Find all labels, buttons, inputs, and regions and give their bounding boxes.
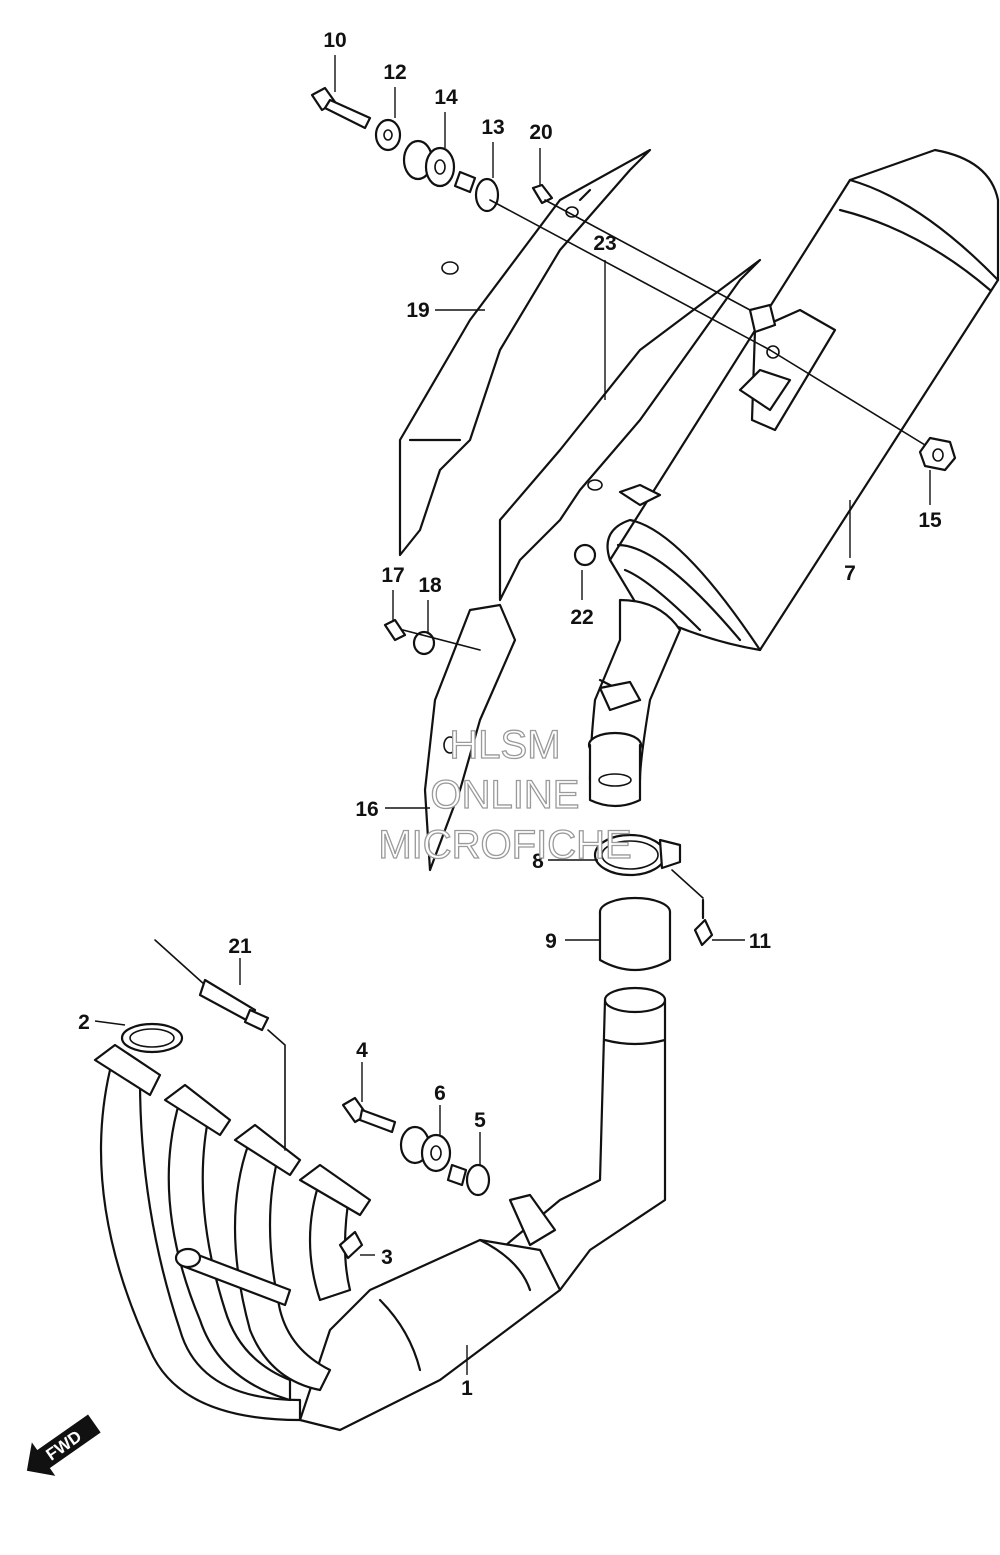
leader-lines xyxy=(94,55,931,1375)
forward-direction-arrow: FWD xyxy=(26,1414,101,1476)
callout-17: 17 xyxy=(381,564,404,587)
assembly-lines xyxy=(267,199,926,1151)
heat-shield-lower xyxy=(498,258,762,602)
callout-21: 21 xyxy=(228,935,252,958)
nut-15 xyxy=(918,436,957,472)
callout-19: 19 xyxy=(406,299,429,322)
bolt-3 xyxy=(338,1230,364,1260)
callout-2: 2 xyxy=(78,1011,90,1034)
watermark-line-2: ONLINE xyxy=(431,773,580,817)
callout-20: 20 xyxy=(529,121,552,144)
callout-1: 1 xyxy=(461,1377,473,1400)
callout-4: 4 xyxy=(356,1039,368,1062)
washer-12 xyxy=(374,118,402,152)
heat-shield-small xyxy=(423,603,517,872)
callout-16: 16 xyxy=(355,798,378,821)
gasket-part xyxy=(598,896,672,971)
bolt-10 xyxy=(310,86,372,130)
grommet-22 xyxy=(573,543,597,567)
callout-11: 11 xyxy=(749,930,772,953)
callout-5: 5 xyxy=(474,1109,486,1132)
callout-6: 6 xyxy=(434,1082,446,1105)
callout-18: 18 xyxy=(418,574,442,597)
callout-8: 8 xyxy=(532,850,544,873)
callout-labels: 10 12 14 13 20 19 23 15 7 17 18 22 16 8 … xyxy=(78,29,942,1400)
callout-14: 14 xyxy=(434,86,458,109)
callout-15: 15 xyxy=(918,509,942,532)
callout-12: 12 xyxy=(383,61,406,84)
callout-22: 22 xyxy=(570,606,593,629)
bolt-4 xyxy=(341,1096,397,1134)
collar-5 xyxy=(446,1163,491,1197)
gasket-2 xyxy=(120,1022,184,1054)
watermark: HLSM ONLINE MICROFICHE xyxy=(378,722,633,867)
clamp-part xyxy=(593,833,682,877)
callout-3: 3 xyxy=(381,1246,393,1269)
callout-23: 23 xyxy=(593,232,616,255)
muffler-inlet-pipe xyxy=(587,598,682,808)
grommet-6 xyxy=(399,1125,452,1173)
callout-7: 7 xyxy=(844,562,856,585)
screw-20 xyxy=(531,183,554,205)
watermark-line-3: MICROFICHE xyxy=(378,823,631,867)
muffler-part xyxy=(606,148,1000,652)
watermark-line-1: HLSM xyxy=(449,723,560,767)
heat-shield-upper xyxy=(398,148,652,557)
oxygen-sensor-part xyxy=(154,939,270,1032)
screw-17 xyxy=(383,618,407,642)
callout-9: 9 xyxy=(545,930,557,953)
exhaust-header-part xyxy=(93,986,667,1432)
collar-13 xyxy=(453,170,500,213)
callout-13: 13 xyxy=(481,116,504,139)
bolt-11 xyxy=(693,898,714,947)
callout-10: 10 xyxy=(323,29,346,52)
grommet-14 xyxy=(402,139,456,188)
